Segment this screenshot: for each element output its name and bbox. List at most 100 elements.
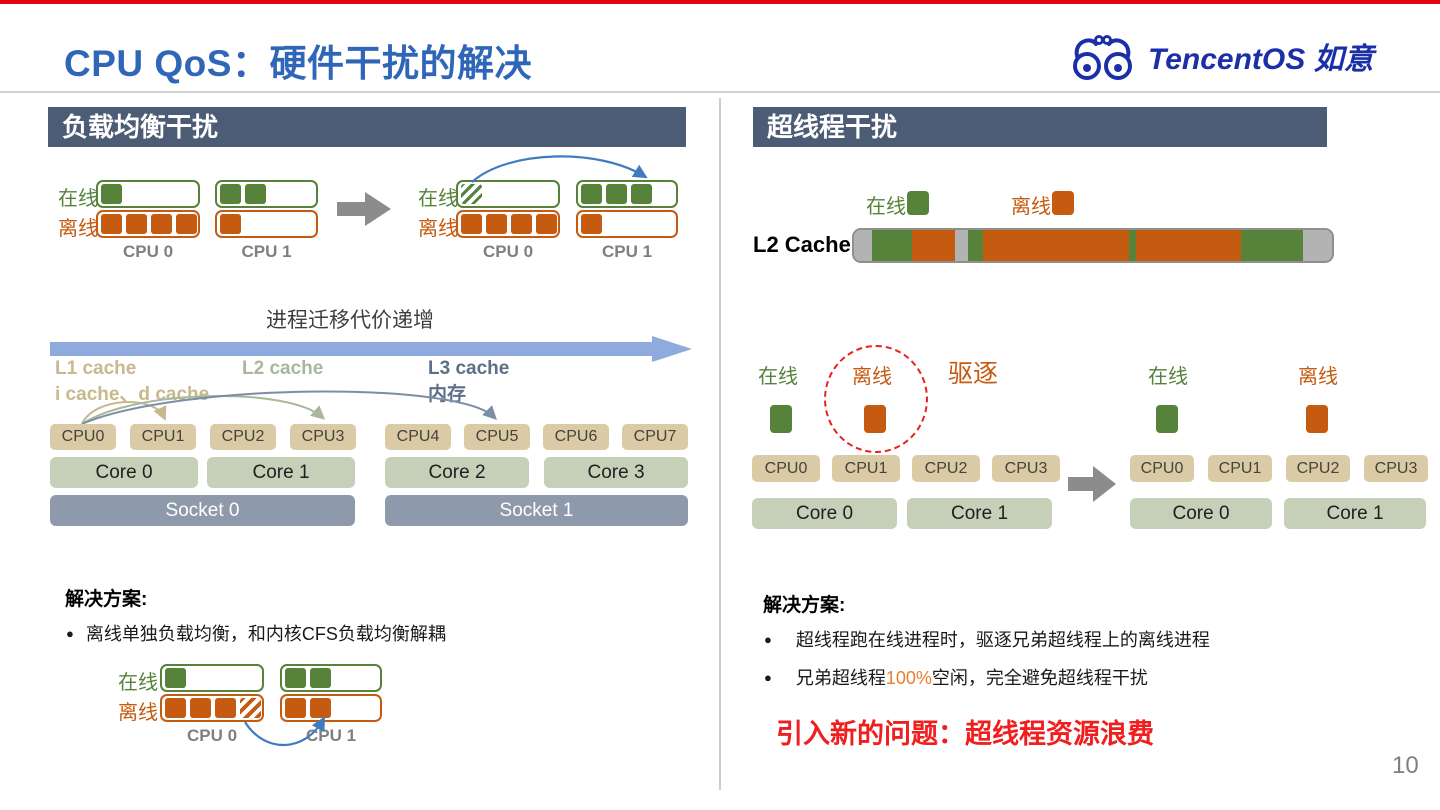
cache-segment-orange — [1135, 230, 1241, 261]
cpu-chip: CPU3 — [992, 455, 1060, 482]
evict-after-offline-label: 离线 — [1298, 366, 1338, 388]
cache-segment-green — [1240, 230, 1303, 261]
tencentos-logo: TencentOS 如意 — [1070, 30, 1374, 82]
before-offline-label: 离线 — [58, 218, 98, 240]
after-online-cpu1-box — [576, 180, 678, 208]
result-offline-label: 离线 — [118, 702, 158, 724]
cache-segment-orange — [911, 230, 956, 261]
eviction-circle — [824, 345, 928, 453]
result-cpu0-label: CPU 0 — [186, 726, 238, 745]
panel-divider — [719, 98, 721, 790]
transform-arrow-icon — [337, 192, 391, 226]
after-online-label: 在线 — [418, 188, 458, 210]
cpu-chip: CPU2 — [1286, 455, 1350, 482]
evict-after-offline-square — [1306, 405, 1328, 433]
socket-chip: Socket 1 — [385, 495, 688, 526]
cpu-chip: CPU1 — [130, 424, 196, 450]
page-title: CPU QoS：硬件干扰的解决 — [64, 43, 532, 84]
process-square — [165, 668, 186, 688]
evict-after-online-square — [1156, 405, 1178, 433]
after-cpu0-label: CPU 0 — [482, 242, 534, 261]
process-square — [511, 214, 532, 234]
before-offline-cpu1-box — [215, 210, 318, 238]
process-square — [101, 184, 122, 204]
result-offline-cpu1-box — [280, 694, 382, 722]
process-square-migrating — [461, 184, 482, 204]
process-square — [176, 214, 197, 234]
core-chip: Core 1 — [907, 498, 1052, 529]
cache-segment-green — [872, 230, 912, 261]
evict-before-online-label: 在线 — [758, 366, 798, 388]
migrate-process-arrow — [471, 155, 648, 183]
l2-cache-label: L2 cache — [242, 358, 324, 379]
core-chip: Core 1 — [1284, 498, 1426, 529]
migration-cost-arrow — [50, 336, 692, 362]
cpu-chip: CPU3 — [1364, 455, 1428, 482]
core-chip: Core 0 — [50, 457, 198, 488]
cpu-chip: CPU0 — [50, 424, 116, 450]
process-square — [220, 184, 241, 204]
process-square — [486, 214, 507, 234]
after-online-cpu0-box — [456, 180, 560, 208]
result-online-cpu1-box — [280, 664, 382, 692]
cpu-chip: CPU0 — [752, 455, 820, 482]
process-square — [215, 698, 236, 718]
bullet-icon: ● — [66, 626, 74, 641]
process-square — [536, 214, 557, 234]
before-online-cpu0-box — [96, 180, 200, 208]
cpu-chip: CPU0 — [1130, 455, 1194, 482]
cpu-chip: CPU2 — [210, 424, 276, 450]
process-square — [310, 698, 331, 718]
process-square — [631, 184, 652, 204]
cpu-chip: CPU2 — [912, 455, 980, 482]
process-square — [285, 698, 306, 718]
tencentos-mascot-icon — [1073, 35, 1132, 80]
right-solution-bullet-2: ●兄弟超线程100%空闲，完全避免超线程干扰 — [764, 668, 1148, 688]
process-square-migrating — [240, 698, 261, 718]
right-solution-bullet-1: ●超线程跑在线进程时，驱逐兄弟超线程上的离线进程 — [764, 630, 1210, 650]
transform-arrow-icon — [1068, 466, 1116, 502]
cache-segment-green — [1129, 230, 1136, 261]
after-offline-cpu1-box — [576, 210, 678, 238]
result-online-cpu0-box — [160, 664, 264, 692]
bullet-icon: ● — [764, 670, 772, 685]
offline-migrate-arrow — [244, 716, 326, 747]
after-cpu1-label: CPU 1 — [601, 242, 653, 261]
cpu-chip: CPU7 — [622, 424, 688, 450]
migration-span-arrows — [81, 390, 497, 425]
process-square — [245, 184, 266, 204]
l2cache-bar — [852, 228, 1334, 263]
cache-segment-green — [967, 230, 984, 261]
core-chip: Core 0 — [1130, 498, 1272, 529]
top-red-strip — [0, 0, 1440, 4]
process-square — [606, 184, 627, 204]
before-online-label: 在线 — [58, 188, 98, 210]
process-square — [310, 668, 331, 688]
cache-segment-gray — [955, 230, 968, 261]
process-square — [151, 214, 172, 234]
l2cache-title: L2 Cache — [753, 232, 851, 257]
core-chip: Core 0 — [752, 498, 897, 529]
legend-offline-label: 离线 — [1011, 196, 1051, 218]
cpu-chip: CPU1 — [1208, 455, 1272, 482]
logo-text: TencentOS 如意 — [1148, 43, 1374, 76]
cpu-chip: CPU6 — [543, 424, 609, 450]
legend-offline-swatch — [1052, 191, 1074, 215]
header-divider — [0, 91, 1440, 93]
cpu-chip: CPU3 — [290, 424, 356, 450]
before-online-cpu1-box — [215, 180, 318, 208]
legend-online-label: 在线 — [866, 196, 906, 218]
left-solution-title: 解决方案: — [65, 589, 148, 610]
process-square — [461, 214, 482, 234]
process-square — [165, 698, 186, 718]
result-online-label: 在线 — [118, 672, 158, 694]
evict-action-label: 驱逐 — [948, 360, 999, 388]
legend-online-swatch — [907, 191, 929, 215]
after-offline-cpu0-box — [456, 210, 560, 238]
evict-before-offline-square — [864, 405, 886, 433]
core-chip: Core 3 — [544, 457, 688, 488]
after-offline-label: 离线 — [418, 218, 458, 240]
bullet-icon: ● — [764, 632, 772, 647]
process-square — [581, 214, 602, 234]
